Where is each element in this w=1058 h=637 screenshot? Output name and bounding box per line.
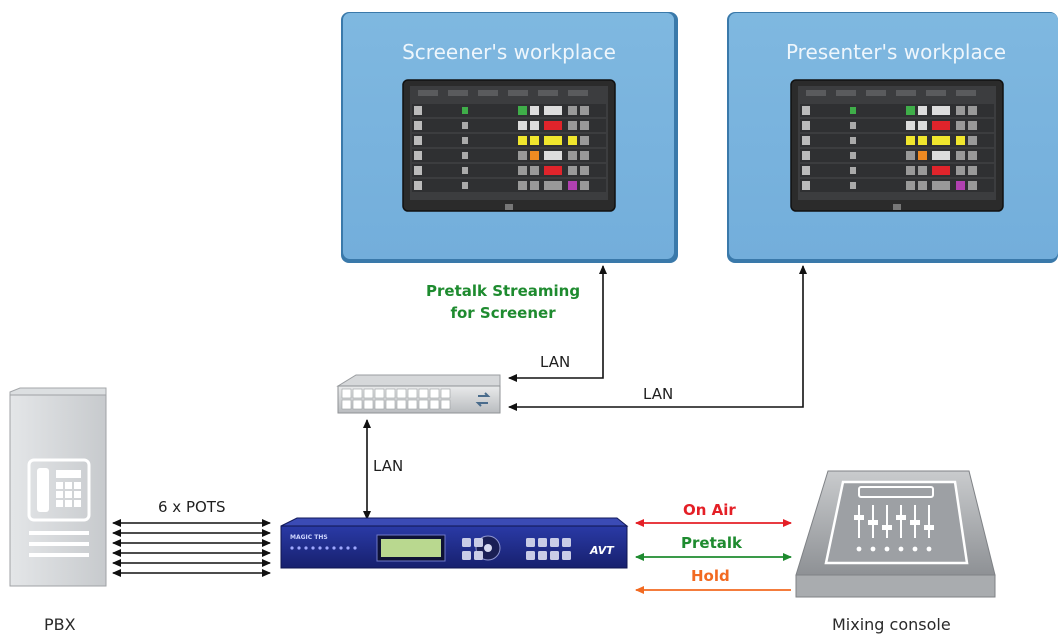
lan-line-presenter bbox=[508, 265, 807, 411]
pretalk-streaming-label: Pretalk Streaming for Screener bbox=[426, 282, 581, 322]
presenter-tablet bbox=[790, 79, 1004, 212]
pots-label: 6 x POTS bbox=[158, 498, 226, 516]
pots-lines bbox=[112, 519, 271, 577]
screener-tablet bbox=[402, 79, 616, 212]
svg-text:MAGIC THS: MAGIC THS bbox=[290, 534, 328, 541]
lan-label-device: LAN bbox=[373, 457, 404, 475]
mixing-console-caption: Mixing console bbox=[832, 615, 951, 634]
pbx-caption: PBX bbox=[44, 615, 76, 634]
pbx-server-icon bbox=[9, 387, 107, 587]
pretalk-label: Pretalk bbox=[681, 534, 742, 552]
presenter-workplace-title: Presenter's workplace bbox=[785, 40, 1007, 64]
screener-workplace-panel bbox=[341, 12, 678, 263]
network-switch-icon bbox=[336, 374, 501, 414]
presenter-workplace-panel bbox=[727, 12, 1058, 263]
hold-label: Hold bbox=[691, 567, 730, 585]
mixing-console-icon bbox=[795, 470, 996, 598]
lan-label-screener: LAN bbox=[540, 353, 571, 371]
magic-ths-device: MAGIC THS AVT bbox=[280, 517, 629, 569]
screener-workplace-title: Screener's workplace bbox=[402, 40, 616, 64]
svg-text:AVT: AVT bbox=[589, 544, 615, 557]
on-air-label: On Air bbox=[683, 501, 736, 519]
lan-label-presenter: LAN bbox=[643, 385, 674, 403]
